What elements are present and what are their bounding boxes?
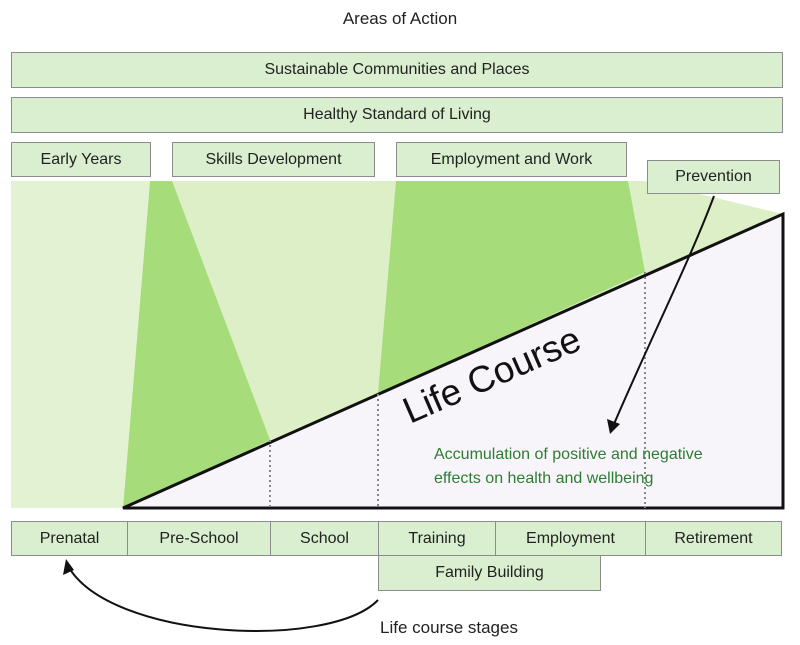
stage-employment: Employment bbox=[495, 521, 646, 556]
stage-prenatal: Prenatal bbox=[11, 521, 128, 556]
accumulation-line-1: Accumulation of positive and negative bbox=[434, 446, 703, 463]
area-skills-development: Skills Development bbox=[172, 142, 375, 177]
stage-pre-school: Pre-School bbox=[127, 521, 271, 556]
early-years-fade bbox=[11, 181, 150, 508]
prevention-arrow bbox=[613, 195, 715, 425]
skills-wedge bbox=[123, 181, 270, 508]
area-prevention: Prevention bbox=[647, 160, 780, 194]
area-employment-and-work: Employment and Work bbox=[396, 142, 627, 177]
stage-retirement: Retirement bbox=[645, 521, 782, 556]
employment-wedge bbox=[378, 181, 645, 394]
accumulation-line-2: effects on health and wellbeing bbox=[434, 470, 654, 487]
stage-training: Training bbox=[378, 521, 496, 556]
prevention-arrow-head bbox=[607, 419, 620, 434]
stages-return-arrow-head bbox=[63, 559, 74, 575]
area-early-years: Early Years bbox=[11, 142, 151, 177]
stage-school: School bbox=[270, 521, 379, 556]
life-course-triangle bbox=[122, 211, 785, 510]
stages-return-arrow bbox=[67, 565, 379, 632]
band-healthy-standard-of-living: Healthy Standard of Living bbox=[11, 97, 783, 133]
band-sustainable-communities: Sustainable Communities and Places bbox=[11, 52, 783, 88]
life-course-stages-caption: Life course stages bbox=[380, 618, 518, 637]
stage-family-building: Family Building bbox=[378, 555, 601, 591]
diagram-title: Areas of Action bbox=[342, 9, 458, 28]
